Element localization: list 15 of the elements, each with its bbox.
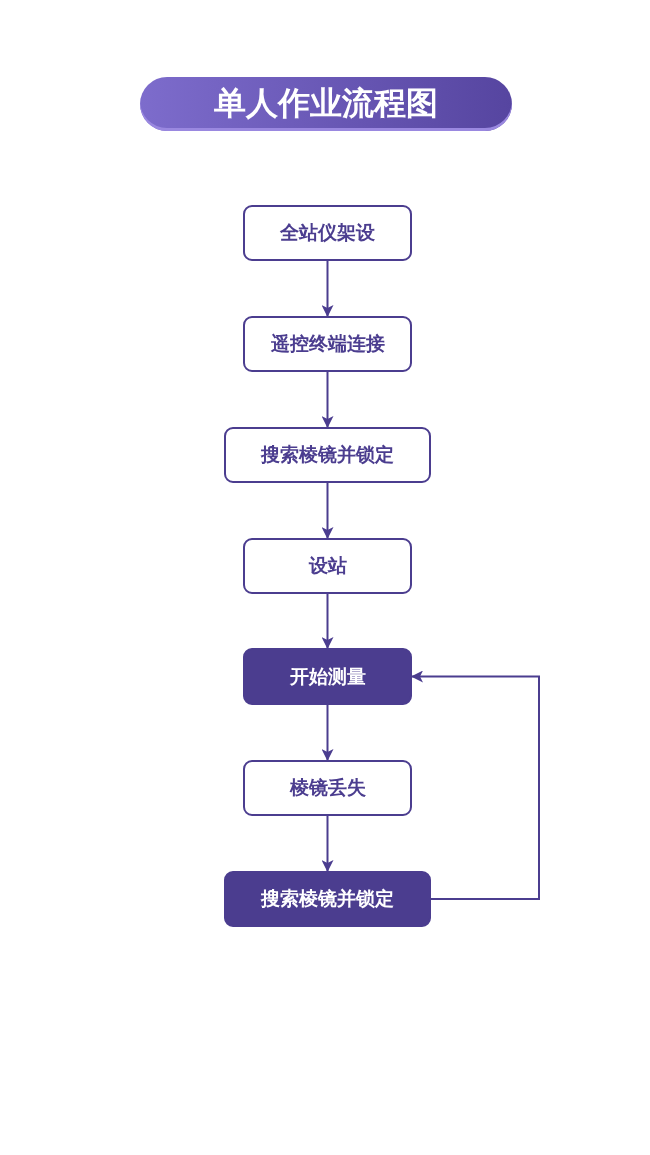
arrow: [321, 704, 334, 761]
arrow: [321, 815, 334, 872]
arrow: [321, 593, 334, 649]
process-box: 搜索棱镜并锁定: [224, 871, 431, 927]
arrow: [411, 670, 540, 900]
process-box: 遥控终端连接: [243, 316, 412, 372]
process-box: 全站仪架设: [243, 205, 412, 261]
arrow: [321, 482, 334, 539]
arrow: [321, 371, 334, 428]
title-banner: 单人作业流程图: [140, 77, 512, 131]
process-box: 设站: [243, 538, 412, 594]
process-box: 开始测量: [243, 648, 412, 705]
process-box: 搜索棱镜并锁定: [224, 427, 431, 483]
process-box: 棱镜丢失: [243, 760, 412, 816]
arrow: [321, 260, 334, 317]
